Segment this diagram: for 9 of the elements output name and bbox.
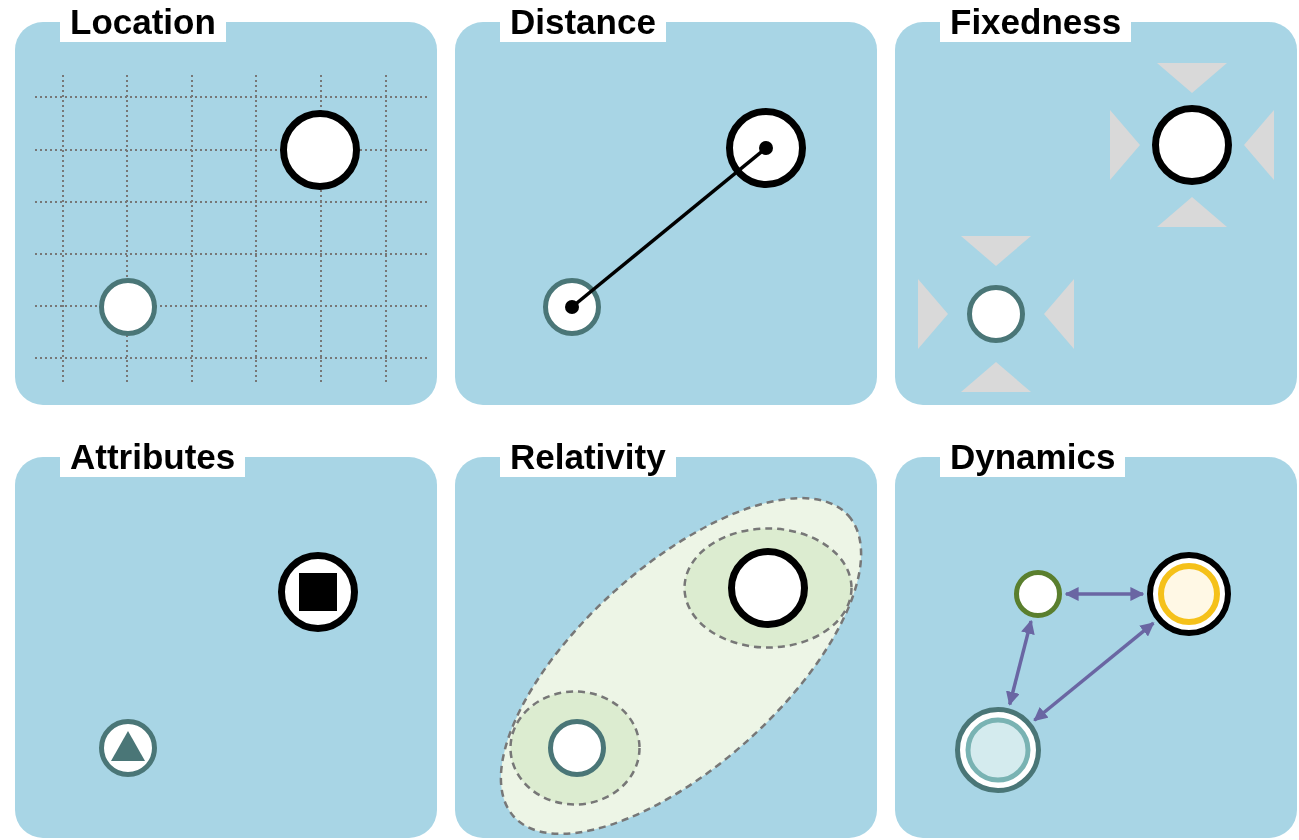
- circle-marker: [99, 719, 157, 777]
- circle-marker: [967, 285, 1025, 343]
- double-arrow: [1033, 621, 1155, 722]
- connector-line: [565, 141, 773, 314]
- double-arrow: [1006, 619, 1035, 706]
- circle-marker: [543, 278, 601, 336]
- circle-marker: [1014, 570, 1062, 618]
- double-arrow: [1064, 587, 1145, 601]
- circle-marker: [99, 278, 157, 336]
